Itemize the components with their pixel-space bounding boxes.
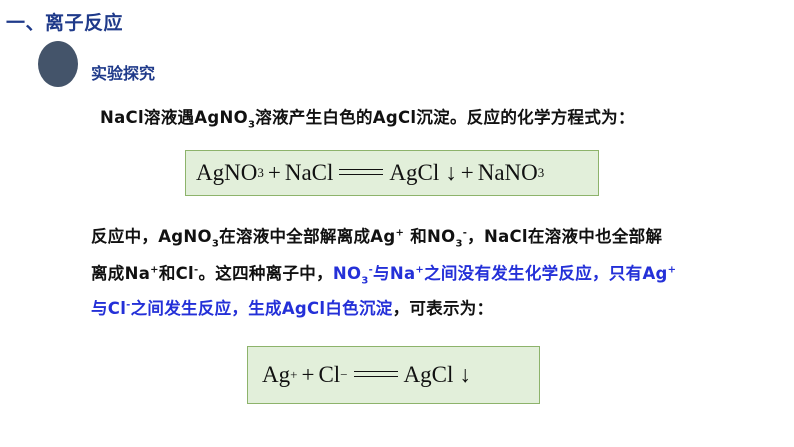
para-l1-sup1: + — [395, 227, 405, 239]
eq2-reactant-1-sup: + — [290, 367, 298, 382]
eq2-product: AgCl — [403, 362, 454, 387]
eq2-reactant-2: Cl — [318, 362, 341, 387]
para-l3-blue-a: 与Cl — [91, 299, 127, 318]
para-l3-blue-sup: - — [126, 299, 131, 311]
intro-text-1: NaCl溶液遇AgNO — [100, 108, 248, 127]
eq1-reactant-1: AgNO — [196, 160, 258, 185]
para-l1-a: 反应中，AgNO — [91, 227, 212, 246]
eq1-plus-1: + — [267, 160, 281, 185]
subsection-title: 实验探究 — [91, 64, 156, 83]
para-l2-blue-sub: 3 — [361, 275, 369, 287]
eq1-product-2: NaNO — [477, 160, 538, 185]
section-title: 一、离子反应 — [6, 12, 124, 34]
para-l3-highlight: 与Cl-之间发生反应，生成AgCl白色沉淀 — [91, 299, 393, 318]
para-l2-blue-a: NO — [332, 264, 362, 283]
para-l3-blue-b: 之间发生反应，生成AgCl白色沉淀 — [130, 299, 393, 318]
para-line-3: 与Cl-之间发生反应，生成AgCl白色沉淀，可表示为： — [91, 295, 493, 319]
para-l1-b: 在溶液中全部解离成Ag — [219, 227, 396, 246]
para-l1-c: 和NO — [404, 227, 456, 246]
eq2-reactant-2-sup: − — [340, 367, 348, 382]
para-l3-c: ，可表示为： — [392, 299, 494, 318]
eq1-product-2-sub: 3 — [537, 165, 545, 180]
eq1-plus-2: + — [460, 160, 474, 185]
para-l2-blue-sup: - — [368, 264, 374, 276]
eq1-product-1: AgCl — [389, 160, 440, 185]
para-l1-sub: 3 — [211, 238, 220, 250]
eq2-plus: + — [301, 362, 315, 387]
eq1-reactant-1-sub: 3 — [257, 165, 264, 180]
para-l2-highlight: NO3-与Na+之间没有发生化学反应，只有Ag+ — [332, 264, 677, 287]
para-l2-c: 。这四种离子中， — [198, 264, 333, 283]
equation-ionic: Ag+ + Cl− AgCl ↓ — [247, 346, 540, 404]
para-l1-sup2: - — [462, 227, 468, 239]
bullet-circle-icon — [38, 41, 78, 87]
intro-sub: 3 — [247, 119, 256, 131]
para-l2-blue-sup2: + — [415, 264, 425, 276]
para-l2-blue-b: 与Na — [373, 264, 416, 283]
para-line-1: 反应中，AgNO3在溶液中全部解离成Ag+ 和NO3-，NaCl在溶液中也全部解 — [91, 223, 662, 249]
para-l2-a: 离成Na — [91, 264, 151, 283]
eq1-equals-sign — [339, 169, 384, 175]
para-l2-b: 和Cl — [158, 264, 195, 283]
para-l2-sup2: - — [194, 264, 199, 276]
para-l2-blue-c: 之间没有发生化学反应，只有Ag — [424, 264, 668, 283]
para-l2-sup1: + — [150, 264, 159, 276]
eq2-equals-sign — [353, 371, 398, 377]
precipitate-arrow-icon-2: ↓ — [459, 362, 471, 387]
eq2-reactant-1: Ag — [262, 362, 291, 387]
para-l2-blue-sup3: + — [667, 264, 677, 276]
intro-text-2: 溶液产生白色的AgCl沉淀。反应的化学方程式为： — [255, 108, 635, 127]
eq1-reactant-2: NaCl — [284, 160, 334, 185]
para-l1-sub2: 3 — [455, 238, 463, 250]
para-l1-d: ，NaCl在溶液中也全部解 — [467, 227, 663, 246]
precipitate-arrow-icon: ↓ — [445, 160, 457, 185]
para-line-2: 离成Na+和Cl-。这四种离子中，NO3-与Na+之间没有发生化学反应，只有Ag… — [91, 260, 676, 286]
intro-sentence: NaCl溶液遇AgNO3溶液产生白色的AgCl沉淀。反应的化学方程式为： — [100, 104, 635, 130]
